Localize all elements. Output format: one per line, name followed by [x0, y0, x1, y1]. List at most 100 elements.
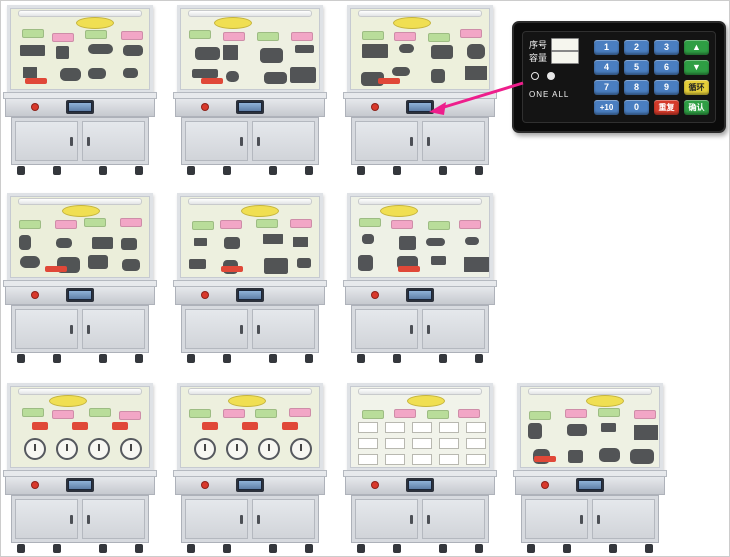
keypad-key-4[interactable]: 4 [594, 60, 619, 75]
cabinet-door-right[interactable] [82, 121, 145, 161]
board-graphic [52, 409, 75, 419]
cabinet-door-right[interactable] [252, 309, 315, 349]
door-handle[interactable] [257, 515, 260, 524]
station-2 [173, 5, 327, 175]
keypad-key-down[interactable]: ▼ [684, 60, 709, 75]
door-handle[interactable] [70, 137, 73, 146]
station-6 [343, 193, 497, 363]
board-graphic [412, 438, 432, 449]
fluorescent-lamp [188, 198, 312, 205]
power-button[interactable] [32, 482, 38, 488]
cabinet-door-left[interactable] [525, 499, 588, 539]
cabinet-door-right[interactable] [422, 121, 485, 161]
door-handle[interactable] [257, 137, 260, 146]
door-handle[interactable] [597, 515, 600, 524]
door-handle[interactable] [580, 515, 583, 524]
cabinet-door-left[interactable] [15, 121, 78, 161]
control-screen[interactable] [406, 478, 434, 492]
cabinet-door-left[interactable] [355, 121, 418, 161]
door-handle[interactable] [410, 325, 413, 334]
workbench [343, 92, 497, 117]
cabinet-door-right[interactable] [252, 121, 315, 161]
door-handle[interactable] [87, 325, 90, 334]
control-screen[interactable] [236, 100, 264, 114]
door-handle[interactable] [257, 325, 260, 334]
keypad-key-9[interactable]: 9 [654, 80, 679, 95]
keypad-key-5[interactable]: 5 [624, 60, 649, 75]
control-screen[interactable] [66, 288, 94, 302]
keypad-key-6[interactable]: 6 [654, 60, 679, 75]
door-handle[interactable] [427, 325, 430, 334]
cabinet-door-left[interactable] [185, 121, 248, 161]
board-graphic [598, 407, 621, 417]
door-handle[interactable] [410, 515, 413, 524]
board-graphic [378, 78, 400, 84]
caster-wheel [393, 166, 401, 175]
fluorescent-lamp [358, 198, 482, 205]
board-graphic [297, 257, 312, 268]
board-graphic [397, 256, 418, 269]
keypad-key-8[interactable]: 8 [624, 80, 649, 95]
cabinet-door-left[interactable] [355, 309, 418, 349]
keypad-key-0[interactable]: 0 [624, 100, 649, 115]
cabinet-door-right[interactable] [252, 499, 315, 539]
keypad-key-up[interactable]: ▲ [684, 40, 709, 55]
control-screen[interactable] [66, 100, 94, 114]
control-screen[interactable] [406, 100, 434, 114]
caster-wheel [357, 354, 365, 363]
door-handle[interactable] [240, 137, 243, 146]
door-handle[interactable] [87, 515, 90, 524]
cabinet-door-right[interactable] [82, 309, 145, 349]
cabinet-door-right[interactable] [82, 499, 145, 539]
fluorescent-lamp [188, 10, 312, 17]
board-graphic [361, 30, 384, 40]
power-button[interactable] [372, 482, 378, 488]
cabinet-door-left[interactable] [15, 309, 78, 349]
board-graphic [385, 454, 405, 465]
power-button[interactable] [32, 104, 38, 110]
cabinet-door-right[interactable] [422, 309, 485, 349]
power-button[interactable] [372, 292, 378, 298]
cabinet-door-left[interactable] [355, 499, 418, 539]
bench-top [343, 280, 497, 287]
control-screen[interactable] [406, 288, 434, 302]
control-screen[interactable] [66, 478, 94, 492]
power-button[interactable] [202, 104, 208, 110]
control-screen[interactable] [576, 478, 604, 492]
board-graphic [406, 395, 445, 407]
power-button[interactable] [542, 482, 548, 488]
door-handle[interactable] [427, 137, 430, 146]
door-handle[interactable] [87, 137, 90, 146]
power-button[interactable] [202, 292, 208, 298]
keypad-key-confirm[interactable]: 确认 [684, 100, 709, 115]
keypad-key-3[interactable]: 3 [654, 40, 679, 55]
door-handle[interactable] [240, 515, 243, 524]
cabinet-door-left[interactable] [185, 309, 248, 349]
control-screen[interactable] [236, 288, 264, 302]
cabinet-door-right[interactable] [592, 499, 655, 539]
keypad-key-cycle[interactable]: 循环 [684, 80, 709, 95]
cabinet-door-left[interactable] [15, 499, 78, 539]
power-button[interactable] [202, 482, 208, 488]
keypad-key-plus10[interactable]: +10 [594, 100, 619, 115]
keypad-key-2[interactable]: 2 [624, 40, 649, 55]
door-handle[interactable] [410, 137, 413, 146]
cabinet-door-right[interactable] [422, 499, 485, 539]
keypad-key-repeat[interactable]: 重复 [654, 100, 679, 115]
board-graphic [528, 410, 551, 420]
power-button[interactable] [372, 104, 378, 110]
board-graphic [18, 219, 41, 229]
power-button[interactable] [32, 292, 38, 298]
board-graphic [22, 66, 38, 78]
keypad-key-7[interactable]: 7 [594, 80, 619, 95]
door-handle[interactable] [70, 515, 73, 524]
storage-cabinet [351, 305, 489, 353]
cabinet-door-left[interactable] [185, 499, 248, 539]
door-handle[interactable] [427, 515, 430, 524]
door-handle[interactable] [240, 325, 243, 334]
board-graphic [55, 220, 78, 230]
keypad-key-1[interactable]: 1 [594, 40, 619, 55]
door-handle[interactable] [70, 325, 73, 334]
board-graphic [242, 422, 258, 430]
control-screen[interactable] [236, 478, 264, 492]
